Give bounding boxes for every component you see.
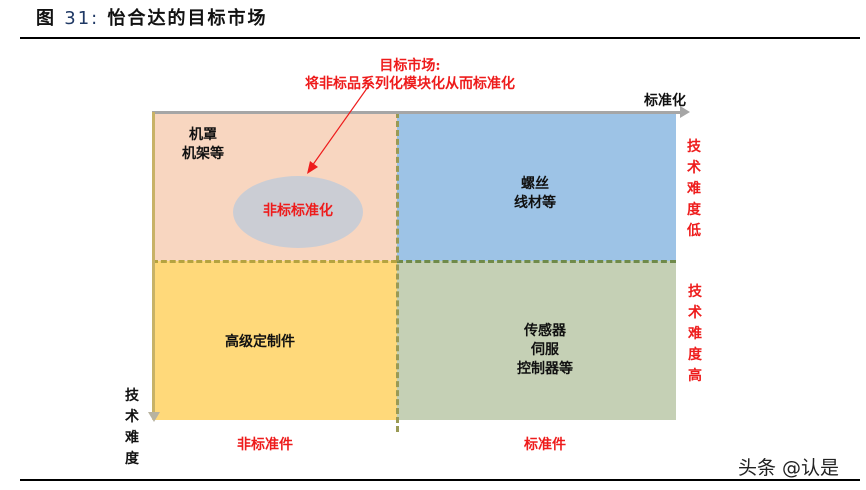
ellipse-label: 非标标准化 bbox=[263, 203, 333, 219]
divider-vertical bbox=[396, 112, 399, 432]
quadrant-top-left-line-2: 机架等 bbox=[182, 146, 224, 162]
quadrant-top-right-line-1: 螺丝 bbox=[521, 176, 549, 192]
x-axis-arrow-icon bbox=[680, 106, 690, 118]
quadrant-bottom-left bbox=[152, 261, 397, 420]
callout-line-1: 目标市场: bbox=[379, 58, 441, 74]
y-axis-label: 技术难度 bbox=[125, 388, 139, 467]
y-axis-line bbox=[152, 112, 155, 414]
quadrant-top-left-line-1: 机罩 bbox=[189, 127, 217, 143]
quadrant-bottom-right-line-2: 伺服 bbox=[531, 342, 559, 358]
divider-horizontal-left bbox=[152, 260, 397, 263]
top-rule bbox=[20, 37, 860, 39]
divider-horizontal-right bbox=[397, 260, 676, 263]
figure-title: 图 31: 怡合达的目标市场 bbox=[36, 4, 268, 30]
quadrant-bottom-right bbox=[397, 261, 676, 420]
quadrant-bottom-right-line-1: 传感器 bbox=[524, 323, 566, 339]
quadrant-top-right-line-2: 线材等 bbox=[514, 195, 556, 211]
callout-line-2: 将非标品系列化模块化从而标准化 bbox=[305, 76, 515, 92]
bottom-label-standard: 标准件 bbox=[524, 437, 566, 453]
x-axis-line bbox=[152, 111, 682, 114]
figure-title-text: 怡合达的目标市场 bbox=[107, 8, 268, 29]
right-label-high-difficulty: 技术难度高 bbox=[688, 284, 702, 384]
target-ellipse bbox=[233, 176, 363, 248]
figure-title-prefix: 图 bbox=[36, 8, 56, 29]
y-axis-arrow-icon bbox=[148, 412, 160, 422]
bottom-rule bbox=[20, 479, 860, 481]
right-label-low-difficulty: 技术难度低 bbox=[687, 139, 701, 239]
quadrant-top-right bbox=[397, 112, 676, 261]
figure-number: 31: bbox=[64, 8, 100, 29]
quadrant-bottom-right-line-3: 控制器等 bbox=[517, 361, 573, 377]
bottom-label-nonstandard: 非标准件 bbox=[237, 437, 293, 453]
watermark: 头条 @认是 bbox=[738, 457, 840, 479]
callout-arrow-icon bbox=[307, 83, 371, 174]
x-axis-label: 标准化 bbox=[644, 93, 686, 109]
quadrant-bottom-left-line-1: 高级定制件 bbox=[225, 334, 295, 350]
